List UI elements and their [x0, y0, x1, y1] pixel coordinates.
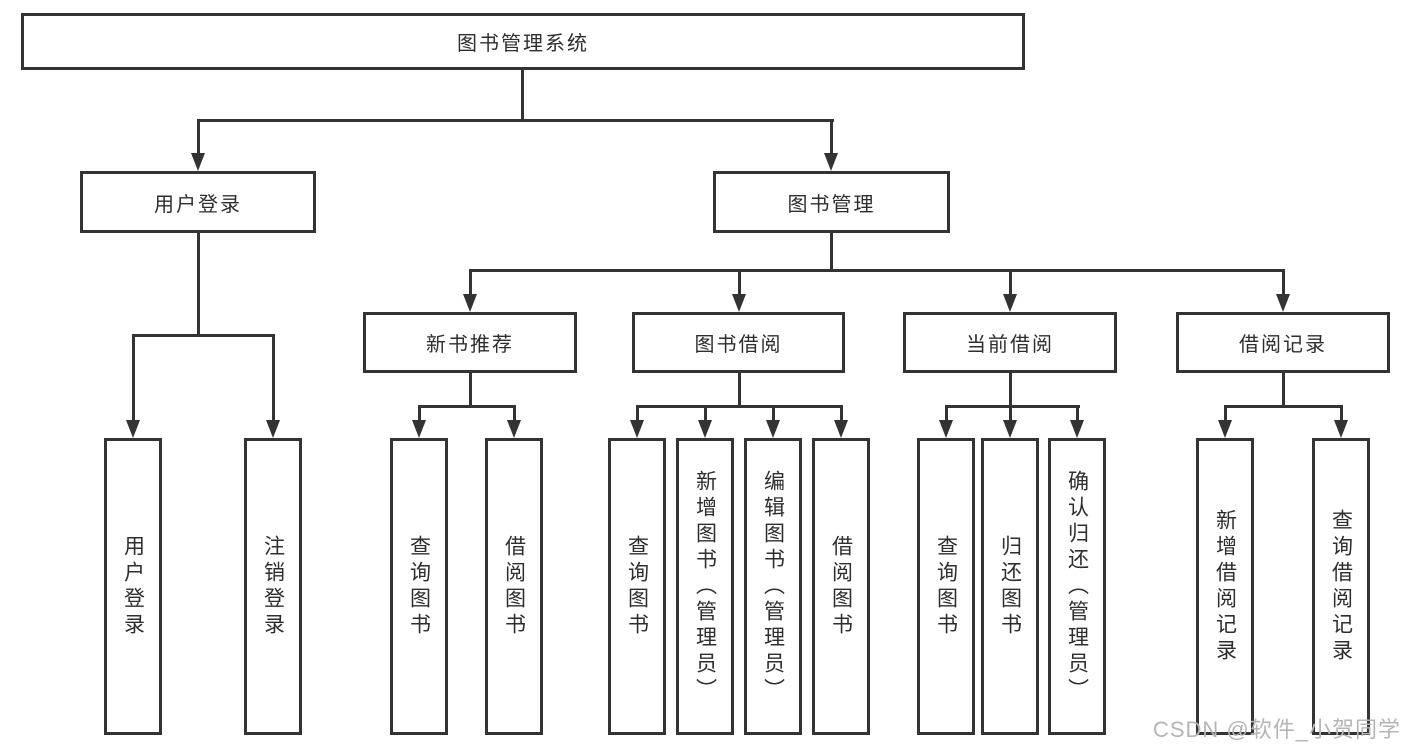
- connector-to-leaf-query-books-current: [945, 405, 948, 425]
- connector-current-borrow-bar: [945, 405, 1080, 408]
- leaf-add-borrow-record-label: 新增借阅记录: [1213, 508, 1237, 665]
- leaf-query-books-current-label: 查询图书: [934, 534, 958, 639]
- node-book-management-label: 图书管理: [787, 193, 876, 216]
- leaf-logout: 注销登录: [244, 438, 302, 735]
- arrowhead-leaf-query-books-current: [939, 420, 953, 438]
- arrowhead-current-borrow: [1003, 294, 1017, 312]
- connector-to-leaf-user-login: [132, 334, 135, 424]
- connector-to-book-borrow: [738, 269, 741, 299]
- connector-to-new-book-recommend: [469, 269, 472, 299]
- arrowhead-new-book-recommend: [463, 294, 477, 312]
- arrowhead-leaf-query-books-borrow: [630, 420, 644, 438]
- arrowhead-book-management: [824, 153, 838, 171]
- connector-book-management-bar: [469, 269, 1285, 272]
- leaf-user-login: 用户登录: [104, 438, 162, 735]
- leaf-borrow-books-label: 借阅图书: [829, 534, 853, 639]
- connector-user-login-bar: [132, 334, 275, 337]
- arrowhead-leaf-add-books: [698, 420, 712, 438]
- node-new-book-recommend: 新书推荐: [363, 312, 577, 373]
- leaf-borrow-books: 借阅图书: [812, 438, 870, 735]
- leaf-query-books-borrow-label: 查询图书: [625, 534, 649, 639]
- arrowhead-book-borrow: [732, 294, 746, 312]
- node-user-login: 用户登录: [80, 171, 316, 233]
- arrowhead-leaf-add-borrow-record: [1218, 420, 1232, 438]
- connector-to-current-borrow: [1009, 269, 1012, 299]
- leaf-add-books-admin: 新增图书（管理员）: [676, 438, 734, 735]
- arrowhead-leaf-query-borrow-record: [1334, 420, 1348, 438]
- connector-borrow-records-bar: [1224, 405, 1343, 408]
- node-new-book-recommend-label: 新书推荐: [426, 334, 514, 356]
- leaf-query-borrow-record: 查询借阅记录: [1312, 438, 1370, 735]
- connector-book-borrow-bar: [636, 405, 843, 408]
- connector-new-book-recommend-bar: [418, 405, 516, 408]
- node-user-login-label: 用户登录: [154, 193, 242, 216]
- leaf-user-login-label: 用户登录: [121, 534, 145, 639]
- leaf-add-borrow-record: 新增借阅记录: [1196, 438, 1254, 735]
- connector-current-borrow-stem: [1009, 373, 1012, 407]
- node-current-borrow-label: 当前借阅: [966, 334, 1054, 356]
- leaf-add-books-admin-label: 新增图书（管理员）: [693, 469, 717, 704]
- connector-new-book-recommend-stem: [469, 373, 472, 407]
- arrowhead-leaf-borrow-books-recommend: [507, 420, 521, 438]
- leaf-edit-books-admin-label: 编辑图书（管理员）: [761, 469, 785, 704]
- node-book-management: 图书管理: [713, 171, 950, 233]
- node-root-system: 图书管理系统: [21, 13, 1025, 70]
- connector-book-borrow-stem: [738, 373, 741, 407]
- arrowhead-borrow-records: [1276, 294, 1290, 312]
- arrowhead-leaf-confirm-return: [1070, 420, 1084, 438]
- csdn-watermark: CSDN @软件_小贺同学: [1152, 717, 1401, 742]
- connector-to-leaf-query-books-recommend: [418, 405, 421, 425]
- connector-root-bar: [197, 119, 834, 122]
- node-book-borrow-label: 图书借阅: [694, 334, 783, 356]
- connector-to-leaf-add-books: [704, 405, 707, 425]
- connector-to-leaf-borrow-books-recommend: [513, 405, 516, 425]
- arrowhead-leaf-return-books: [1003, 420, 1017, 438]
- connector-to-book-management: [830, 119, 833, 159]
- node-current-borrow: 当前借阅: [903, 312, 1117, 373]
- connector-to-leaf-return-books: [1009, 405, 1012, 425]
- leaf-borrow-books-recommend: 借阅图书: [485, 438, 543, 735]
- leaf-borrow-books-recommend-label: 借阅图书: [502, 534, 526, 639]
- connector-book-management-stem: [830, 233, 833, 271]
- connector-to-leaf-query-books-borrow: [636, 405, 639, 425]
- arrowhead-leaf-logout: [266, 420, 280, 438]
- arrowhead-leaf-query-books-recommend: [412, 420, 426, 438]
- arrowhead-leaf-borrow-books: [834, 420, 848, 438]
- leaf-query-books-current: 查询图书: [917, 438, 975, 735]
- arrowhead-leaf-edit-books: [766, 420, 780, 438]
- node-borrow-records-label: 借阅记录: [1239, 334, 1327, 356]
- node-root-label: 图书管理系统: [457, 33, 589, 55]
- connector-to-leaf-borrow-books: [840, 405, 843, 425]
- arrowhead-leaf-user-login: [126, 420, 140, 438]
- leaf-confirm-return-admin-label: 确认归还（管理员）: [1065, 469, 1089, 704]
- node-borrow-records: 借阅记录: [1176, 312, 1390, 373]
- connector-to-borrow-records: [1282, 269, 1285, 299]
- leaf-query-books-recommend: 查询图书: [390, 438, 448, 735]
- connector-user-login-stem: [197, 233, 200, 336]
- arrowhead-user-login: [191, 153, 205, 171]
- connector-root-stem: [521, 70, 524, 121]
- leaf-logout-label: 注销登录: [261, 534, 285, 639]
- leaf-edit-books-admin: 编辑图书（管理员）: [744, 438, 802, 735]
- node-book-borrow: 图书借阅: [632, 312, 845, 373]
- connector-to-leaf-confirm-return: [1076, 405, 1079, 425]
- leaf-return-books: 归还图书: [981, 438, 1039, 735]
- leaf-query-books-borrow: 查询图书: [608, 438, 666, 735]
- leaf-confirm-return-admin: 确认归还（管理员）: [1048, 438, 1106, 735]
- connector-to-user-login: [197, 119, 200, 159]
- leaf-query-books-recommend-label: 查询图书: [407, 534, 431, 639]
- connector-to-leaf-logout: [272, 334, 275, 424]
- connector-to-leaf-query-borrow-record: [1340, 405, 1343, 425]
- leaf-query-borrow-record-label: 查询借阅记录: [1329, 508, 1353, 665]
- leaf-return-books-label: 归还图书: [998, 534, 1022, 639]
- connector-to-leaf-edit-books: [772, 405, 775, 425]
- connector-borrow-records-stem: [1282, 373, 1285, 407]
- connector-to-leaf-add-borrow-record: [1224, 405, 1227, 425]
